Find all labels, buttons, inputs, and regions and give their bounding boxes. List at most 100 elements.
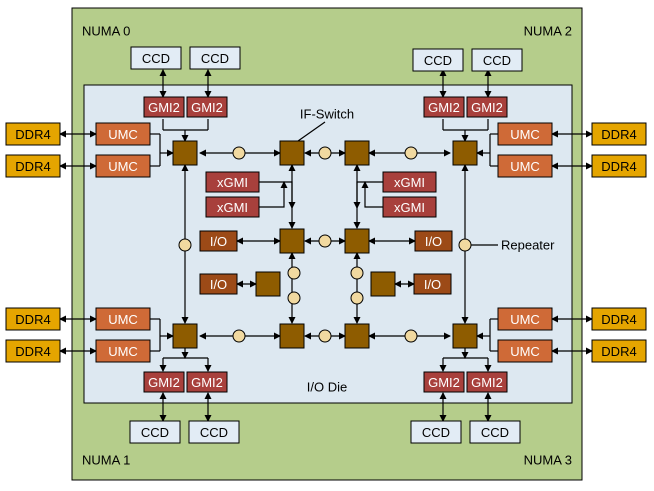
switch-mid-right: [344, 228, 370, 254]
io-box-left-a: [199, 230, 238, 252]
gmi2-box-3b-label: GMI2: [471, 375, 503, 390]
xgmi-box-right-a: [382, 171, 437, 193]
ccd-box-2b-label: CCD: [483, 53, 511, 68]
gmi2-box-2a: [423, 96, 465, 118]
ddr4-box-2a-label: DDR4: [601, 127, 636, 142]
gmi2-box-0a: [143, 96, 185, 118]
xgmi-box-right-b-label: xGMI: [394, 200, 425, 215]
switch-mid-left: [279, 228, 305, 254]
gmi2-box-1b: [186, 371, 228, 393]
link-line: [361, 181, 383, 208]
gmi2-box-3a-label: GMI2: [428, 375, 460, 390]
ccd-box-1a: [129, 420, 181, 444]
link-line: [353, 181, 383, 209]
repeater-top-center: [318, 146, 332, 160]
switch-bottom-inner-left: [279, 323, 305, 349]
ddr4-box-2b-label: DDR4: [601, 159, 636, 174]
umc-box-1b-label: UMC: [108, 344, 138, 359]
repeater-label: Repeater: [501, 238, 555, 253]
io-die-label: I/O Die: [307, 380, 347, 395]
io-box-right-b: [413, 273, 452, 295]
umc-box-3b-label: UMC: [510, 344, 540, 359]
gmi2-box-3a: [423, 371, 465, 393]
ccd-box-1a-label: CCD: [141, 425, 169, 440]
umc-box-3b: [497, 339, 553, 363]
switch-bottom-inner-right: [344, 323, 370, 349]
ddr4-box-2b: [591, 154, 647, 178]
ddr4-box-0b-label: DDR4: [15, 159, 50, 174]
ccd-box-3a: [410, 420, 462, 444]
repeater-inner-left-b: [287, 291, 301, 305]
switch-top-inner-left: [279, 140, 305, 166]
switch-top-right: [452, 140, 478, 166]
gmi2-box-1a-label: GMI2: [148, 375, 180, 390]
gmi2-box-2b-label: GMI2: [471, 100, 503, 115]
link-line: [297, 121, 326, 142]
ccd-box-2b: [471, 48, 523, 72]
gmi2-box-0b: [186, 96, 228, 118]
umc-box-2a: [497, 122, 553, 146]
xgmi-box-left-b: [205, 196, 260, 218]
repeater-mid-center: [318, 234, 332, 248]
ccd-box-3b-label: CCD: [481, 425, 509, 440]
umc-box-2b-label: UMC: [510, 159, 540, 174]
xgmi-box-left-a: [205, 171, 260, 193]
gmi2-box-0a-label: GMI2: [148, 100, 180, 115]
repeater-bottom-left: [232, 329, 246, 343]
ddr4-box-3b: [591, 339, 647, 363]
ddr4-box-2a: [591, 122, 647, 146]
xgmi-box-left-b-label: xGMI: [217, 200, 248, 215]
ccd-box-2a: [412, 48, 464, 72]
ddr4-box-1a: [5, 307, 61, 331]
gmi2-box-3b: [466, 371, 508, 393]
ddr4-box-3a-label: DDR4: [601, 312, 636, 327]
switch-top-left: [172, 140, 198, 166]
gmi2-box-2b: [466, 96, 508, 118]
link-line: [259, 181, 288, 208]
gmi2-box-1b-label: GMI2: [191, 375, 223, 390]
umc-box-1b: [95, 339, 151, 363]
umc-box-1a-label: UMC: [108, 312, 138, 327]
umc-box-3a: [497, 307, 553, 331]
io-box-left-a-label: I/O: [210, 234, 227, 249]
ccd-box-0b-label: CCD: [201, 51, 229, 66]
ddr4-box-1b-label: DDR4: [15, 344, 50, 359]
gmi2-box-1a: [143, 371, 185, 393]
umc-box-0a: [95, 122, 151, 146]
switch-bottom-left: [172, 323, 198, 349]
umc-box-0b-label: UMC: [108, 159, 138, 174]
xgmi-box-right-a-label: xGMI: [394, 175, 425, 190]
repeater-top-right: [404, 146, 418, 160]
repeater-inner-right-a: [350, 266, 364, 280]
gmi2-box-0b-label: GMI2: [191, 100, 223, 115]
repeater-left-column: [178, 238, 192, 252]
switch-bottom-right: [452, 323, 478, 349]
ccd-box-0b: [189, 46, 241, 70]
repeater-top-left: [232, 146, 246, 160]
gmi2-box-2a-label: GMI2: [428, 100, 460, 115]
if-switch-label: IF-Switch: [300, 107, 354, 122]
umc-box-2b: [497, 154, 553, 178]
numa-3-label: NUMA 3: [524, 453, 572, 468]
umc-box-0b: [95, 154, 151, 178]
ccd-box-0a-label: CCD: [142, 51, 170, 66]
link-line: [259, 181, 296, 209]
io-box-right-a: [414, 230, 453, 252]
umc-box-0a-label: UMC: [108, 127, 138, 142]
io-box-right-b-label: I/O: [424, 277, 441, 292]
ccd-box-1b: [188, 420, 240, 444]
umc-box-2a-label: UMC: [510, 127, 540, 142]
ccd-box-0a: [130, 46, 182, 70]
ddr4-box-3a: [591, 307, 647, 331]
ccd-box-3b: [469, 420, 521, 444]
repeater-inner-right-b: [350, 291, 364, 305]
xgmi-box-right-b: [382, 196, 437, 218]
repeater-bottom-right: [404, 329, 418, 343]
ccd-box-2a-label: CCD: [424, 53, 452, 68]
repeater-right-column: [458, 238, 472, 252]
io-box-right-a-label: I/O: [425, 234, 442, 249]
switch-io-right: [370, 271, 396, 297]
ddr4-box-0b: [5, 154, 61, 178]
